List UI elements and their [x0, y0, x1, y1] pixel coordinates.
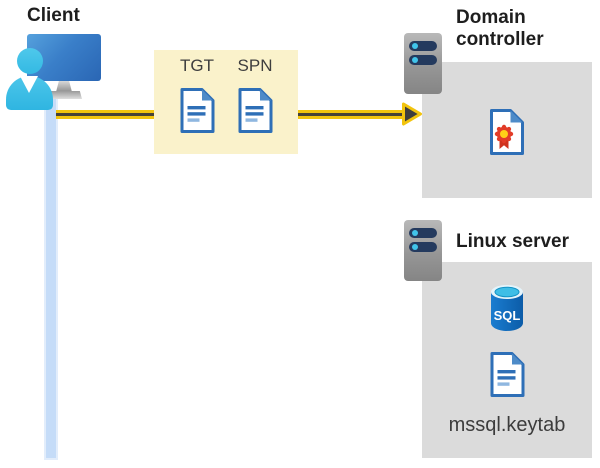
linux-server-icon [404, 220, 442, 281]
sql-icon-label: SQL [494, 308, 521, 323]
domain-controller-label: Domain controller [456, 7, 544, 50]
ticket-highlight-box: TGT SPN [154, 50, 298, 154]
certificate-icon [489, 108, 525, 161]
tgt-label: TGT [180, 56, 214, 75]
client-connection-line [44, 92, 58, 460]
domain-controller-panel [422, 62, 592, 198]
server-drive-bay-icon [409, 242, 437, 252]
client-user-body-icon [6, 76, 53, 110]
spn-label: SPN [237, 56, 273, 75]
keytab-document-icon [489, 351, 526, 403]
server-drive-bay-icon [409, 55, 437, 65]
sql-database-icon: SQL [489, 283, 525, 338]
client-label: Client [27, 5, 80, 26]
spn-document-icon [237, 87, 274, 139]
linux-server-label: Linux server [456, 231, 569, 252]
client-user-icon [17, 48, 43, 74]
client-monitor-base [46, 91, 82, 99]
domain-controller-server-icon [404, 33, 442, 94]
server-drive-bay-icon [409, 41, 437, 51]
client-monitor-stand [56, 81, 72, 92]
keytab-filename-label: mssql.keytab [448, 414, 566, 436]
auth-request-arrow-head-icon [401, 101, 423, 132]
server-drive-bay-icon [409, 228, 437, 238]
linux-server-panel: SQL mssql.keytab [422, 262, 592, 458]
tgt-document-icon [179, 87, 216, 139]
